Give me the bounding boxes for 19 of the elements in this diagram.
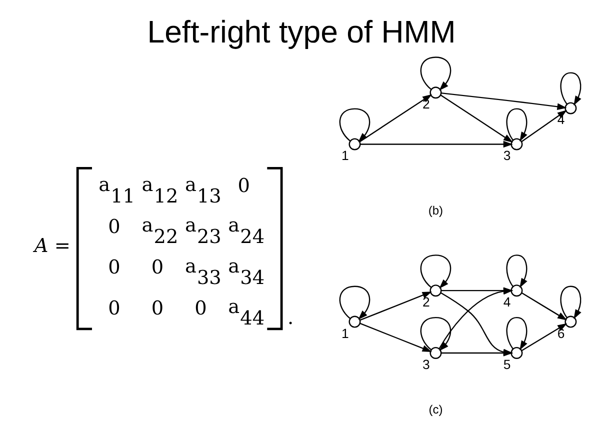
label: (c) xyxy=(428,402,442,417)
label: 0 xyxy=(108,296,120,320)
diagram-title: Left-right type of HMM xyxy=(146,14,456,50)
label: A = xyxy=(34,234,70,257)
label: 0 xyxy=(150,256,164,279)
node-label: 1 xyxy=(340,148,348,164)
node-label: 3 xyxy=(422,356,430,372)
label: 0 xyxy=(108,214,120,238)
node-label: 2 xyxy=(422,294,430,310)
label: 0 xyxy=(237,174,250,197)
label: (b) xyxy=(428,203,443,218)
label: . xyxy=(287,306,294,329)
label: 0 xyxy=(194,296,206,320)
label: 0 xyxy=(108,256,120,279)
label: 0 xyxy=(150,296,164,320)
node-label: 4 xyxy=(502,294,510,310)
node-label: 1 xyxy=(340,326,348,341)
node-label: 5 xyxy=(502,356,510,372)
node-label: 3 xyxy=(502,148,510,164)
